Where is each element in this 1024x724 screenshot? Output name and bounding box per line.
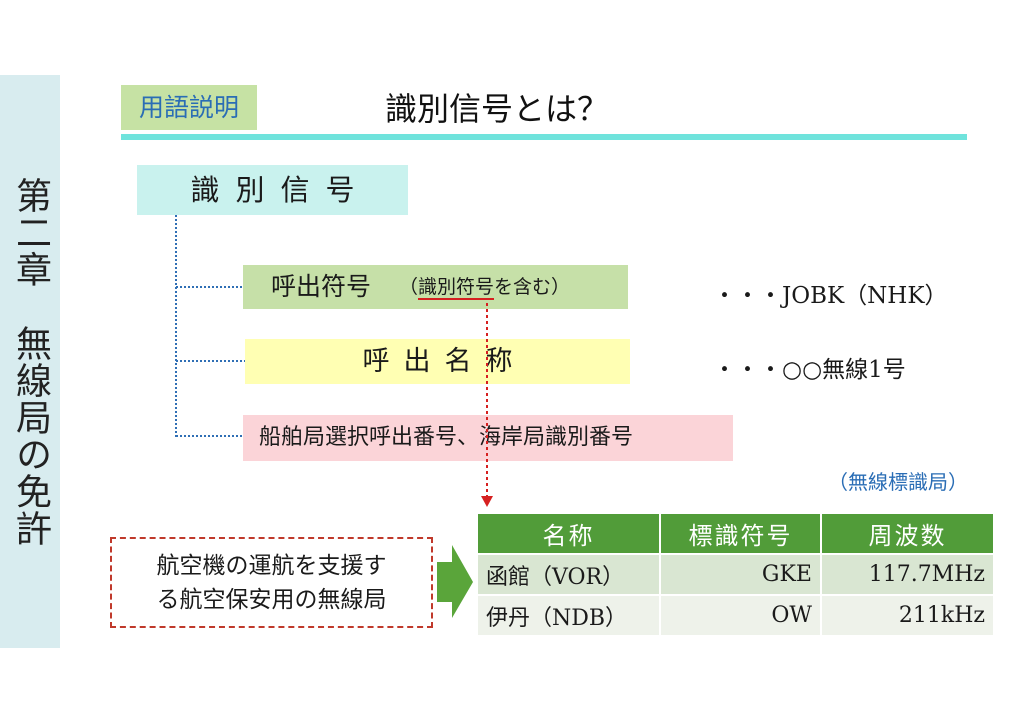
column-header-code: 標識符号 [659,512,822,555]
call-sign-note-rest: を含む） [494,276,571,298]
beacon-table: 名称 標識符号 周波数 函館（VOR） GKE 117.7MHz 伊丹（NDB）… [476,512,995,637]
tree-item-selective-call: 船舶局選択呼出番号、海岸局識別番号 [243,415,733,461]
description-line: る航空保安用の無線局 [156,587,387,613]
station-code: GKE [659,553,822,596]
glossary-tag: 用語説明 [121,85,257,130]
chapter-title: 第二章 無線局の免許 [10,177,51,547]
right-arrow-icon [437,545,473,618]
table-row: 函館（VOR） GKE 117.7MHz [476,553,995,596]
beacon-caption: （無線標識局） [828,470,968,494]
station-frequency: 211kHz [820,594,995,637]
table-header-row: 名称 標識符号 周波数 [476,512,995,555]
station-code: OW [659,594,822,637]
chapter-sidebar: 第二章 無線局の免許 [0,75,60,648]
column-header-name: 名称 [476,512,661,555]
tree-connector-lines [175,215,245,437]
station-name: 函館（VOR） [476,553,661,596]
column-header-frequency: 周波数 [820,512,995,555]
aeronautical-description-box: 航空機の運航を支援す る航空保安用の無線局 [110,537,433,628]
call-sign-example: ・・・JOBK（NHK） [713,283,948,309]
slide-title: 識別信号とは？ [385,90,610,128]
down-arrow-icon [481,303,493,507]
title-underline [121,134,967,140]
call-sign-note-underlined: 識別符号 [418,276,495,300]
tree-root-identification-signal: 識別信号 [137,165,408,215]
call-sign-label: 呼出符号 [271,272,372,301]
call-sign-note: （識別符号を含む） [399,265,570,309]
call-sign-note-open: （ [399,276,419,298]
description-line: 航空機の運航を支援す [156,553,387,579]
station-name: 伊丹（NDB） [476,594,661,637]
tree-item-call-name: 呼出名称 [245,339,630,384]
call-name-example: ・・・○○無線1号 [713,357,906,383]
station-frequency: 117.7MHz [820,553,995,596]
tree-item-call-sign: 呼出符号 （識別符号を含む） [243,265,628,309]
table-row: 伊丹（NDB） OW 211kHz [476,594,995,637]
